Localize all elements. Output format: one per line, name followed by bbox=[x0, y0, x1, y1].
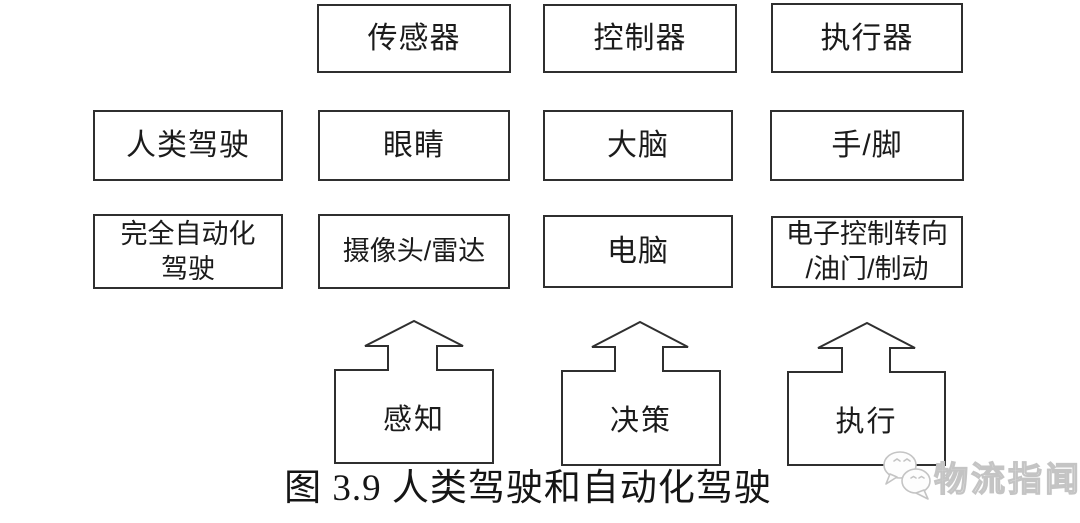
watermark: 物流指闻 bbox=[876, 444, 1080, 510]
box-actuator-header: 执行器 bbox=[771, 3, 963, 73]
box-computer: 电脑 bbox=[543, 215, 733, 288]
box-controller-header: 控制器 bbox=[543, 4, 737, 73]
watermark-logo-icon bbox=[883, 451, 931, 500]
box-full-automation-driving: 完全自动化 驾驶 bbox=[93, 214, 283, 289]
watermark-text: 物流指闻 bbox=[933, 460, 1080, 499]
box-camera-radar: 摄像头/雷达 bbox=[318, 214, 510, 289]
box-brain: 大脑 bbox=[543, 110, 733, 181]
box-hands-feet: 手/脚 bbox=[770, 110, 964, 181]
up-block-arrow-perception bbox=[334, 319, 494, 464]
box-sensor-header: 传感器 bbox=[317, 4, 511, 73]
box-eyes: 眼睛 bbox=[318, 110, 510, 181]
up-block-arrow-execution bbox=[787, 321, 946, 466]
up-block-arrow-decision bbox=[561, 320, 721, 466]
box-human-driving: 人类驾驶 bbox=[93, 110, 283, 181]
figure-caption: 图 3.9 人类驾驶和自动化驾驶 bbox=[284, 468, 772, 509]
box-electronic-control: 电子控制转向 /油门/制动 bbox=[771, 216, 963, 288]
